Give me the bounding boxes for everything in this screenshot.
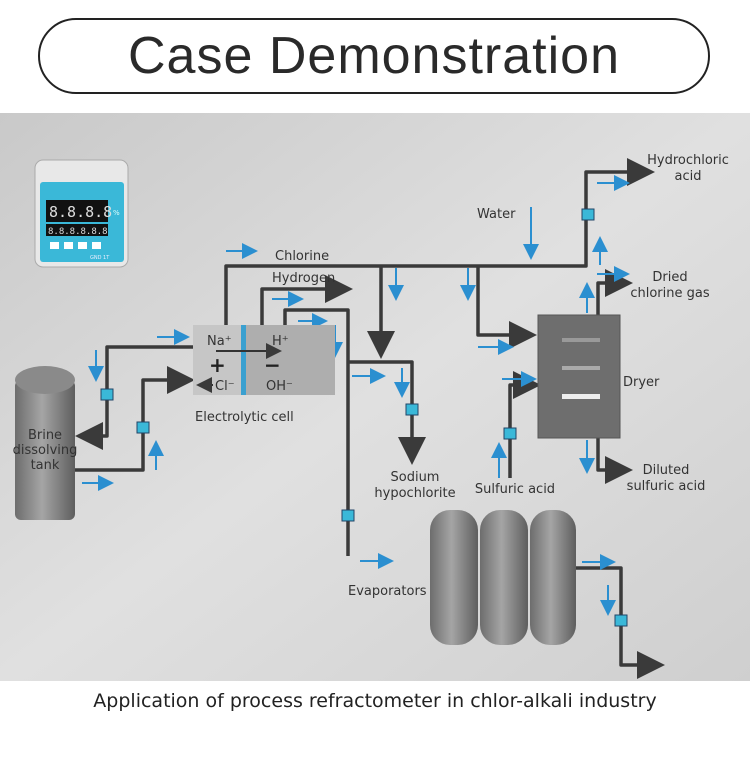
dryer: Dryer — [537, 314, 660, 439]
sensor-icon[interactable] — [136, 421, 150, 434]
device-brand: GND 1T — [90, 255, 110, 261]
electrolytic-cell: Na⁺ H⁺ + − Cl⁻ OH⁻ Electrolytic cell — [193, 325, 335, 425]
brine-dissolving-tank: Brine dissolving tank — [13, 366, 78, 520]
sensor-icon[interactable] — [341, 509, 355, 522]
sensor-icon[interactable] — [100, 388, 114, 401]
evaporators-label: Evaporators — [348, 584, 427, 599]
hydroxide-ion-label: OH⁻ — [266, 379, 293, 394]
device-button[interactable] — [50, 242, 59, 249]
device-unit: % — [113, 209, 120, 217]
page-title: Case Demonstration — [128, 27, 620, 85]
device-display-top: 8.8.8.8 — [49, 203, 112, 221]
device-button[interactable] — [92, 242, 101, 249]
sensor-icon[interactable] — [405, 403, 419, 416]
dryer-label: Dryer — [623, 375, 660, 390]
sodium-ion-label: Na⁺ — [207, 334, 232, 349]
device-button[interactable] — [64, 242, 73, 249]
hydrochloric-acid-label: Hydrochloric — [647, 153, 729, 168]
water-label: Water — [477, 207, 516, 222]
chlorine-label: Chlorine — [275, 249, 329, 264]
inline-sensors — [100, 208, 628, 627]
refractometer-device: 8.8.8.8 8.8.8.8.8.8 % GND 1T — [34, 159, 129, 268]
caption: Application of process refractometer in … — [93, 690, 657, 712]
pipes — [75, 158, 665, 679]
brine-label-line: Brine — [28, 428, 62, 443]
brine-label-line: tank — [31, 458, 60, 473]
sodium-hypochlorite-label: Sodium — [391, 470, 440, 485]
title-banner: Case Demonstration — [38, 18, 710, 94]
process-diagram: 8.8.8.8 8.8.8.8.8.8 % GND 1T — [0, 113, 750, 681]
sulfuric-acid-label: Sulfuric acid — [475, 482, 555, 497]
sensor-icon[interactable] — [581, 208, 595, 221]
device-button[interactable] — [78, 242, 87, 249]
dried-chlorine-gas-label: chlorine gas — [630, 286, 709, 301]
dried-chlorine-gas-label: Dried — [652, 270, 687, 285]
sodium-hypochlorite-label: hypochlorite — [374, 486, 455, 501]
hydrogen-ion-label: H⁺ — [272, 334, 289, 349]
diluted-sulfuric-acid-label: Diluted — [643, 463, 690, 478]
sensor-icon[interactable] — [503, 427, 517, 440]
hydrogen-label: Hydrogen — [272, 271, 335, 286]
chloride-ion-label: Cl⁻ — [215, 379, 235, 394]
hydrochloric-acid-label: acid — [675, 169, 702, 184]
evaporators: Evaporators — [348, 510, 576, 645]
anode-plus: + — [209, 353, 226, 377]
sensor-icon[interactable] — [614, 614, 628, 627]
diluted-sulfuric-acid-label: sulfuric acid — [627, 479, 706, 494]
device-display-bottom: 8.8.8.8.8.8 — [48, 227, 108, 237]
brine-label-line: dissolving — [13, 443, 78, 458]
electrolytic-cell-label: Electrolytic cell — [195, 410, 294, 425]
cathode-minus: − — [264, 353, 281, 377]
